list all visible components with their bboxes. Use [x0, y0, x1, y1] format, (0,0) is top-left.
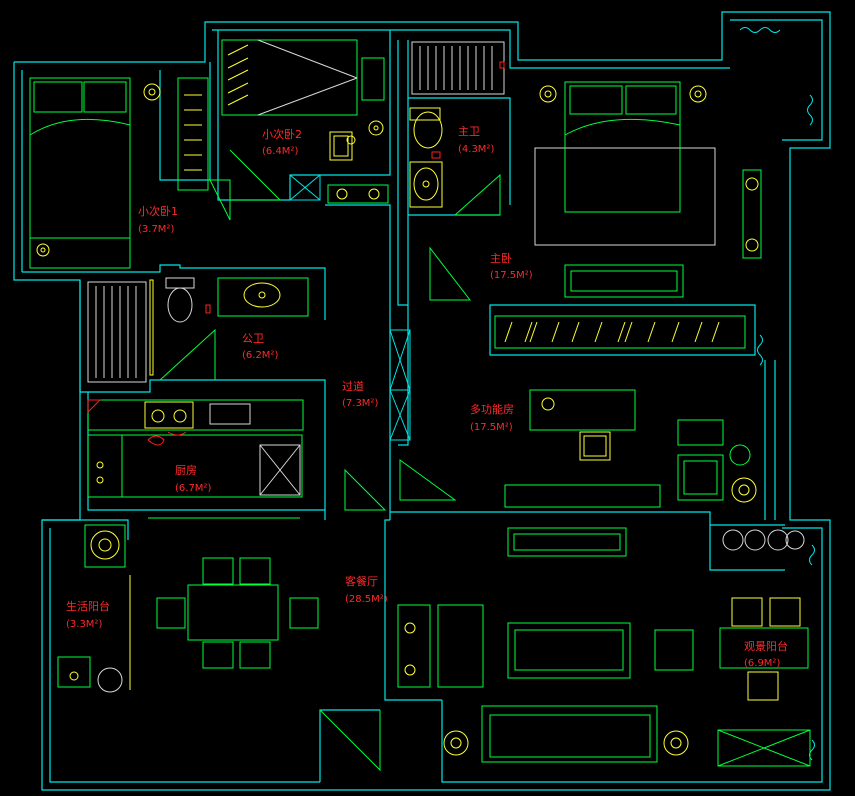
room-area: (28.5M²) — [345, 594, 388, 605]
door-swings — [159, 149, 501, 772]
dining-table — [156, 557, 319, 669]
balcony-furniture — [717, 529, 811, 767]
room-name: 小次卧1 — [138, 204, 178, 218]
bed-small-1 — [29, 77, 131, 269]
sink-icon — [409, 161, 443, 208]
living-furniture — [397, 527, 694, 763]
room-area: (6.2M²) — [242, 350, 278, 361]
room-name: 过道 — [342, 379, 364, 393]
shower-tray — [411, 41, 505, 95]
public-bath-fixtures — [87, 277, 309, 383]
study-desk — [504, 389, 757, 508]
room-name: 公卫 — [242, 332, 264, 345]
outer-walls — [13, 11, 831, 791]
desk-chair-icon — [329, 120, 384, 161]
room-name: 多功能房 — [470, 402, 514, 416]
master-wardrobe — [494, 315, 746, 349]
room-area: (6.4M²) — [262, 146, 298, 157]
room-area: (3.3M²) — [66, 619, 102, 630]
room-name: 观景阳台 — [744, 639, 788, 653]
washer-icon — [57, 524, 131, 693]
room-area: (7.3M²) — [342, 398, 378, 409]
vanity-basins — [327, 184, 389, 204]
room-labels: 小次卧1 (3.7M²) 小次卧2 (6.4M²) 主卫 (4.3M²) 主卧 … — [66, 125, 788, 669]
toilet-icon — [409, 107, 443, 159]
master-lamps — [539, 85, 762, 259]
room-name: 客餐厅 — [345, 574, 378, 588]
room-area: (17.5M²) — [490, 270, 533, 281]
room-area: (4.3M²) — [458, 144, 494, 155]
bed-small-2 — [221, 39, 385, 116]
room-area: (3.7M²) — [138, 224, 174, 235]
wardrobe-small-1 — [177, 77, 209, 191]
room-name: 厨房 — [175, 464, 197, 477]
kitchen-fixtures — [87, 399, 304, 519]
room-name: 主卫 — [458, 125, 480, 138]
room-name: 小次卧2 — [262, 127, 302, 141]
room-name: 主卧 — [490, 252, 512, 265]
nightstand-lamp-icon — [36, 83, 161, 257]
windows — [289, 27, 815, 761]
room-area: (6.9M²) — [744, 658, 780, 669]
master-bed — [534, 81, 716, 298]
room-area: (17.5M²) — [470, 422, 513, 433]
room-name: 生活阳台 — [66, 599, 110, 613]
room-area: (6.7M²) — [175, 483, 211, 494]
